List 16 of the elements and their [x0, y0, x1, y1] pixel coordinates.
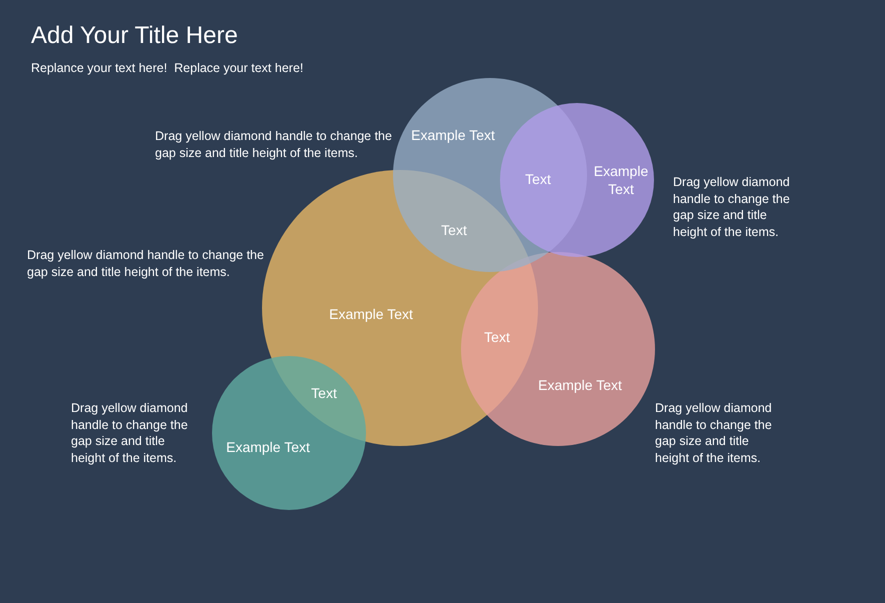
- note-text: Drag yellow diamond handle to change the gap size and title height of the items.: [27, 247, 265, 280]
- circle-label: Example Text: [592, 162, 650, 198]
- circle-label: Example Text: [329, 305, 413, 323]
- circle-label: Example Text: [538, 376, 622, 394]
- circle-label: Example Text: [226, 438, 310, 456]
- overlap-label: Text: [441, 222, 467, 238]
- note-text: Drag yellow diamond handle to change the gap size and title height of the items.: [655, 400, 773, 466]
- circle-label: Example Text: [411, 126, 495, 144]
- note-text: Drag yellow diamond handle to change the gap size and title height of the items.: [155, 128, 393, 161]
- overlap-label: Text: [525, 171, 551, 187]
- overlap-label: Text: [311, 385, 337, 401]
- title: Add Your Title Here: [31, 22, 238, 50]
- subtitle: Replance your text here! Replace your text here!: [31, 61, 304, 75]
- note-text: Drag yellow diamond handle to change the gap size and title height of the items.: [71, 400, 189, 466]
- note-text: Drag yellow diamond handle to change the gap size and title height of the items.: [673, 174, 791, 240]
- overlap-label: Text: [484, 329, 510, 345]
